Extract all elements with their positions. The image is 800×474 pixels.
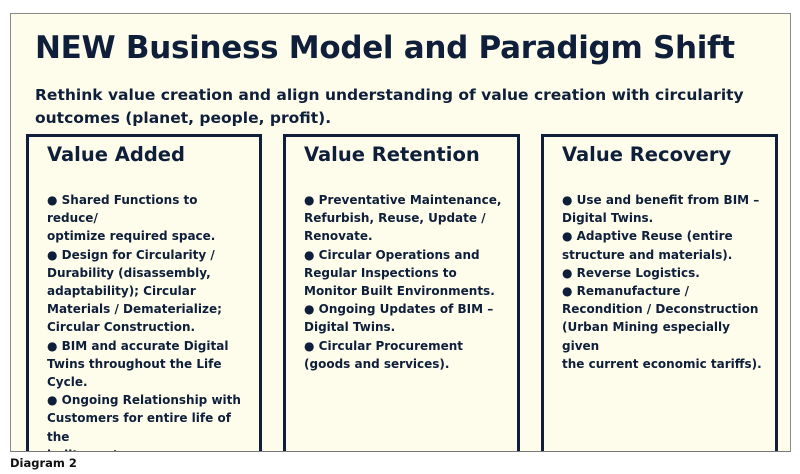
- list-item: ● Circular Operations and Regular Inspec…: [304, 247, 495, 299]
- list-item: ● Remanufacture / Recondition / Deconstr…: [562, 284, 762, 371]
- list-item: ● Use and benefit from BIM – Digital Twi…: [562, 193, 760, 226]
- diagram-subtitle: Rethink value creation and align underst…: [35, 86, 744, 127]
- list-item: ● Ongoing Relationship with Customers fo…: [47, 393, 241, 451]
- value-recovery-box: Value Recovery ● Use and benefit from BI…: [541, 134, 778, 451]
- diagram-panel: NEW Business Model and Paradigm Shift Re…: [10, 13, 791, 452]
- value-added-box: Value Added ● Shared Functions to reduce…: [26, 134, 262, 451]
- list-item: ● Ongoing Updates of BIM – Digital Twins…: [304, 302, 494, 335]
- diagram-title: NEW Business Model and Paradigm Shift: [35, 30, 735, 66]
- list-item: ● BIM and accurate Digital Twins through…: [47, 338, 229, 390]
- list-item: ● Preventative Maintenance, Refurbish, R…: [304, 193, 502, 244]
- list-item: ● Circular Procurement (goods and servic…: [304, 338, 464, 371]
- diagram-caption: Diagram 2: [10, 456, 77, 470]
- list-item: ● Shared Functions to reduce/ optimize r…: [47, 193, 216, 244]
- value-retention-box: Value Retention ● Preventative Maintenan…: [283, 134, 520, 451]
- list-item: ● Reverse Logistics.: [562, 265, 700, 280]
- column-heading: Value Recovery: [562, 143, 732, 166]
- column-heading: Value Retention: [304, 143, 480, 166]
- list-item: ● Adaptive Reuse (entire structure and m…: [562, 229, 733, 262]
- column-heading: Value Added: [47, 143, 185, 166]
- list-item: ● Design for Circularity / Durability (d…: [47, 247, 222, 335]
